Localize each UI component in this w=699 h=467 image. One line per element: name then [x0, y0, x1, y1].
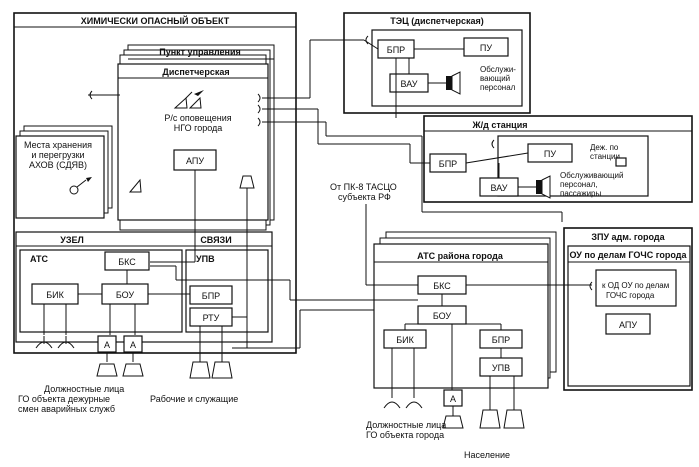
- tec-staff-line3: персонал: [480, 83, 516, 92]
- city-bks-label: БКС: [433, 281, 451, 291]
- tec-speaker-icon: [451, 71, 461, 95]
- node-label-left: УЗЕЛ: [60, 235, 84, 245]
- bks-label: БКС: [118, 257, 136, 267]
- svg-text:А: А: [130, 340, 136, 350]
- speaker-icon: [503, 409, 525, 429]
- tec-title: ТЭЦ (диспетчерская): [390, 16, 483, 26]
- dispatch-room: Диспетчерская Р/с оповещения НГО города …: [117, 63, 269, 221]
- bpr-label: БПР: [202, 291, 220, 301]
- city-bpr-label: БПР: [492, 335, 510, 345]
- amplifier-a2: А: [122, 335, 144, 377]
- od-line1: к ОД ОУ по делам: [602, 281, 669, 290]
- bik-label: БИК: [46, 290, 64, 300]
- rail-duty-line1: Деж. по: [590, 143, 619, 152]
- dispatch-title: Диспетчерская: [162, 67, 229, 77]
- radio-antenna-icon: [173, 90, 204, 109]
- tascu-line1: От ПК-8 ТАСЦО: [330, 182, 397, 192]
- radio-label-line1: Р/с оповещения: [164, 113, 231, 123]
- bou-label: БОУ: [116, 290, 135, 300]
- population-label: Население: [464, 450, 510, 460]
- tec-bpr-label: БПР: [387, 45, 405, 55]
- rail-duty-line2: станции: [590, 152, 620, 161]
- svg-text:А: А: [450, 394, 456, 404]
- tascu-line2: субъекта РФ: [338, 192, 391, 202]
- rail-staff-line2: персонал,: [560, 180, 598, 189]
- officials-line3: смен аварийных служб: [18, 404, 115, 414]
- interconnect-lines: [150, 39, 592, 350]
- tec-pu-box: [463, 37, 509, 57]
- city-ats-title: АТС района города: [417, 251, 504, 261]
- zpu-apu-label: АПУ: [619, 320, 637, 330]
- control-point-title: Пункт управления: [159, 47, 241, 57]
- city-outputs: А: [383, 324, 525, 429]
- zpu-title: ЗПУ адм. города: [591, 232, 665, 242]
- officials-phones: [35, 336, 75, 349]
- rail-vau-label: ВАУ: [490, 183, 507, 193]
- upv-block: УПВ БПР РТУ: [185, 249, 269, 333]
- railway-block: Ж/д станция БПР ПУ ВАУ Деж. по станции О…: [423, 115, 693, 203]
- amplifier-a1: А: [96, 335, 118, 377]
- tec-speaker-base: [446, 76, 452, 90]
- storage-antenna-icon: [128, 178, 142, 193]
- speaker-icon: [122, 363, 144, 377]
- railway-title: Ж/д станция: [471, 120, 527, 130]
- facility-left-connectors: [89, 90, 261, 127]
- city-upv-label: УПВ: [492, 363, 510, 373]
- worker-speakers: [189, 361, 233, 379]
- rail-staff-line1: Обслуживающий: [560, 171, 623, 180]
- speaker-icon: [96, 363, 118, 377]
- rail-pu-label: ПУ: [544, 149, 556, 159]
- zpu-block: ЗПУ адм. города ОУ по делам ГОЧС города …: [563, 227, 693, 391]
- radio-label-line2: НГО города: [174, 123, 223, 133]
- tec-pu-label: ПУ: [480, 43, 492, 53]
- svg-text:А: А: [104, 340, 110, 350]
- node-label-right: СВЯЗИ: [200, 235, 231, 245]
- ats-label: АТС: [30, 254, 49, 264]
- city-bou-label: БОУ: [433, 311, 452, 321]
- tec-staff-line1: Обслужи-: [480, 65, 516, 74]
- speaker-icon: [211, 361, 233, 379]
- upv-label: УПВ: [196, 254, 215, 264]
- city-officials-line2: ГО объекта города: [366, 430, 444, 440]
- tec-staff-line2: вающий: [480, 74, 510, 83]
- storage-line3: АХОВ (СДЯВ): [29, 160, 87, 170]
- tec-block: ТЭЦ (диспетчерская) БПР ПУ ВАУ Обслужи- …: [343, 12, 531, 114]
- tec-vau-label: ВАУ: [400, 79, 417, 89]
- rail-speaker-icon: [541, 175, 551, 199]
- city-ats-stack: АТС района города БКС БОУ БИК БПР УПВ: [373, 231, 557, 389]
- dispatch-speaker-icon: [239, 175, 255, 189]
- od-line2: ГОЧС города: [606, 291, 655, 300]
- speaker-icon: [189, 361, 211, 379]
- storage-line1: Места хранения: [24, 140, 92, 150]
- od-box: [595, 269, 677, 307]
- zpu-apu-box: [605, 313, 651, 335]
- chemical-facility-title: ХИМИЧЕСКИ ОПАСНЫЙ ОБЪЕКТ: [81, 15, 230, 26]
- sensor-icon: [69, 177, 92, 195]
- ats-block: АТС БКС БИК БОУ: [19, 249, 183, 333]
- speaker-icon: [479, 409, 501, 429]
- rail-bpr-label: БПР: [439, 159, 457, 169]
- zpu-ou-title: ОУ по делам ГОЧС города: [570, 250, 688, 260]
- officials-line2: ГО объекта дежурные: [18, 394, 110, 404]
- storage-line2: и перегрузки: [31, 150, 84, 160]
- rtu-label: РТУ: [203, 313, 220, 323]
- apu-label: АПУ: [186, 156, 204, 166]
- bpr-box: [189, 285, 233, 305]
- officials-line1: Должностные лица: [44, 384, 124, 394]
- rail-staff-line3: пассажиры: [560, 189, 602, 198]
- workers-label: Рабочие и служащие: [150, 394, 238, 404]
- storage-stack: Места хранения и перегрузки АХОВ (СДЯВ): [15, 125, 142, 219]
- city-bik-label: БИК: [396, 335, 414, 345]
- phone-icon: [615, 157, 627, 167]
- speaker-icon: [442, 415, 464, 429]
- city-officials-line1: Должностные лица: [366, 420, 446, 430]
